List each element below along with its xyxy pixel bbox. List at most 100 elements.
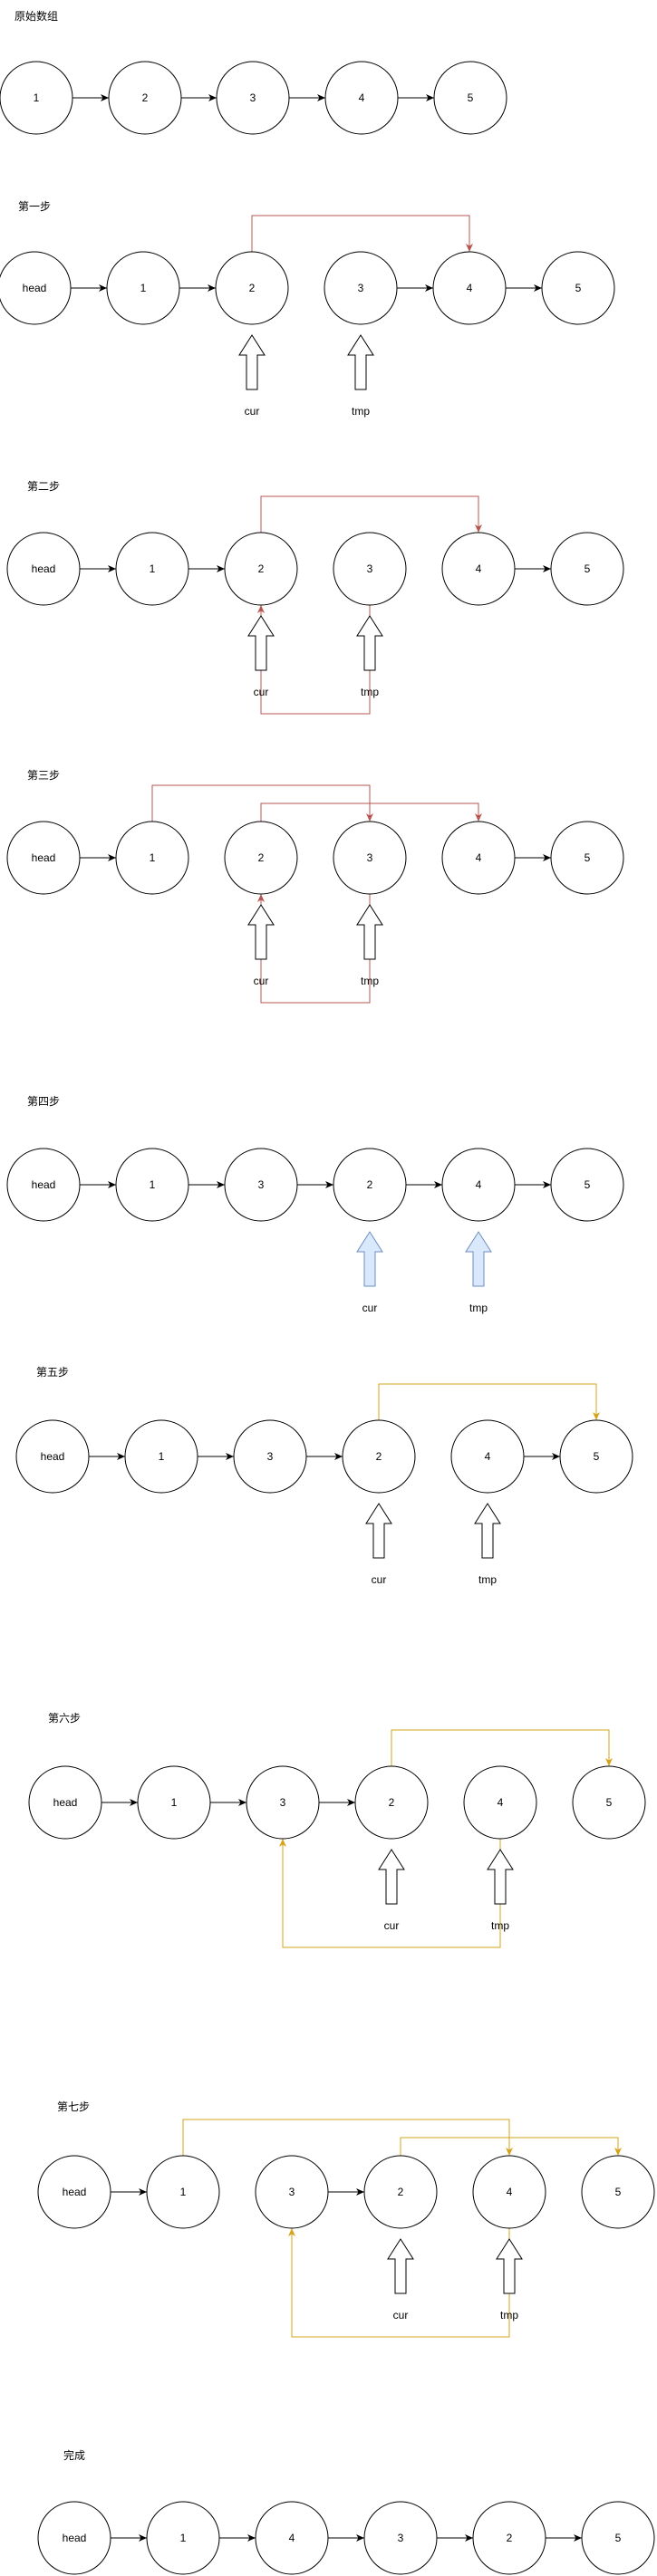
node-label: 4 — [476, 851, 482, 864]
node-circle — [37, 2501, 111, 2575]
node-label: 4 — [485, 1450, 491, 1463]
node-label: 3 — [289, 2186, 295, 2198]
node-h: head — [6, 532, 81, 606]
relink-arrow — [378, 1383, 600, 1420]
node-label: head — [23, 282, 47, 294]
node-label: 3 — [250, 91, 256, 104]
node-circle — [106, 251, 180, 325]
node-circle — [550, 1148, 624, 1222]
node-h: head — [15, 1419, 90, 1494]
node-circle — [363, 2501, 438, 2575]
node-label: head — [32, 1178, 56, 1191]
node-circle — [215, 251, 289, 325]
node-circle — [224, 821, 298, 895]
node-circle — [255, 2155, 329, 2229]
node-label: 4 — [476, 1178, 482, 1191]
node-circle — [581, 2501, 655, 2575]
node-circle — [324, 251, 398, 325]
node-n2: 2 — [472, 2501, 546, 2575]
node-circle — [233, 1419, 307, 1494]
node-label: 3 — [367, 851, 373, 864]
node-h: head — [28, 1765, 102, 1840]
pointer-label-cur: cur — [372, 1573, 387, 1586]
pointer-label-tmp: tmp — [361, 975, 379, 987]
node-label: 1 — [180, 2186, 187, 2198]
node-n5: 5 — [581, 2155, 655, 2229]
node-n4: 4 — [441, 1148, 516, 1222]
node-n5: 5 — [541, 251, 615, 325]
node-label: 5 — [615, 2532, 622, 2544]
node-label: 2 — [389, 1796, 395, 1809]
node-label: 1 — [171, 1796, 178, 1809]
node-circle — [137, 1765, 211, 1840]
node-n4: 4 — [441, 821, 516, 895]
node-n4: 4 — [441, 532, 516, 606]
node-label: 1 — [150, 851, 156, 864]
node-circle — [333, 532, 407, 606]
pointer-label-tmp: tmp — [361, 686, 379, 698]
pointer-label-tmp: tmp — [352, 405, 370, 418]
node-n1: 1 — [146, 2155, 220, 2229]
node-label: 2 — [398, 2186, 404, 2198]
section-title: 原始数组 — [14, 9, 58, 23]
node-circle — [354, 1765, 429, 1840]
section-title: 第七步 — [57, 2100, 90, 2113]
node-n3: 3 — [224, 1148, 298, 1222]
node-circle — [333, 821, 407, 895]
node-circle — [541, 251, 615, 325]
node-n4: 4 — [324, 61, 399, 135]
node-label: 5 — [615, 2186, 622, 2198]
node-label: 5 — [606, 1796, 613, 1809]
node-h: head — [6, 1148, 81, 1222]
node-circle — [559, 1419, 633, 1494]
node-label: 1 — [140, 282, 147, 294]
section-title: 第三步 — [27, 769, 60, 782]
node-circle — [255, 2501, 329, 2575]
node-n3: 3 — [216, 61, 290, 135]
node-circle — [28, 1765, 102, 1840]
pointer-label-tmp: tmp — [478, 1573, 497, 1586]
node-label: 2 — [142, 91, 149, 104]
node-label: 3 — [267, 1450, 274, 1463]
pointer-label-cur: cur — [254, 686, 269, 698]
node-h: head — [37, 2155, 111, 2229]
node-n4: 4 — [472, 2155, 546, 2229]
node-circle — [572, 1765, 646, 1840]
node-label: 2 — [367, 1178, 373, 1191]
node-label: 1 — [150, 562, 156, 575]
node-label: 3 — [398, 2532, 404, 2544]
pointer-arrow-cur — [387, 2238, 414, 2294]
node-circle — [6, 532, 81, 606]
node-circle — [146, 2501, 220, 2575]
section-title: 第一步 — [18, 200, 51, 213]
node-n2: 2 — [342, 1419, 416, 1494]
node-label: 5 — [594, 1450, 600, 1463]
node-n1: 1 — [146, 2501, 220, 2575]
node-circle — [472, 2155, 546, 2229]
node-circle — [363, 2155, 438, 2229]
node-circle — [15, 1419, 90, 1494]
node-circle — [0, 251, 72, 325]
node-circle — [124, 1419, 198, 1494]
node-label: 2 — [258, 851, 265, 864]
node-n2: 2 — [354, 1765, 429, 1840]
node-n2: 2 — [215, 251, 289, 325]
node-n1: 1 — [0, 61, 73, 135]
node-circle — [450, 1419, 525, 1494]
node-circle — [550, 821, 624, 895]
node-circle — [146, 2155, 220, 2229]
node-h: head — [0, 251, 72, 325]
node-circle — [246, 1765, 320, 1840]
node-label: 2 — [376, 1450, 382, 1463]
node-n5: 5 — [550, 532, 624, 606]
node-n3: 3 — [333, 821, 407, 895]
node-circle — [550, 532, 624, 606]
node-label: 4 — [507, 2186, 513, 2198]
relink-arrow — [400, 2137, 622, 2156]
pointer-arrow-tmp — [496, 2238, 523, 2294]
